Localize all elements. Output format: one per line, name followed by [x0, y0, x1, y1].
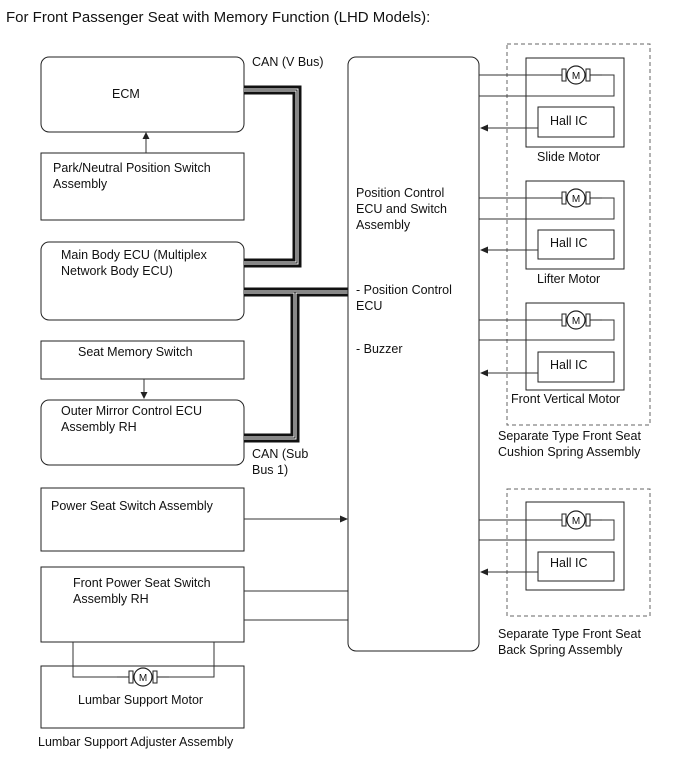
outer-mirror-ecu-box — [40, 399, 245, 466]
front-vertical-motor-unit: M Hall IC — [479, 302, 625, 391]
back-spring-assembly-outline — [506, 488, 651, 617]
lumbar-motor-label: Lumbar Support Motor — [78, 693, 203, 707]
slide-hall-ic-label: Hall IC — [550, 114, 588, 128]
slide-hall-arrow — [480, 124, 488, 132]
front-vertical-motor-label: Front Vertical Motor — [511, 392, 620, 406]
park-to-ecm-arrow — [142, 132, 150, 139]
center-ecu-label-3: Assembly — [356, 218, 411, 232]
can-sub-bus-1 — [244, 287, 348, 443]
seat-memory-label: Seat Memory Switch — [78, 345, 193, 359]
center-ecu-sub1-1: - Position Control — [356, 283, 452, 297]
can-v-bus — [244, 85, 302, 268]
slide-hall-ic-box — [537, 106, 615, 138]
back-hall-ic-box — [537, 551, 615, 582]
front-power-label-1: Front Power Seat Switch — [73, 576, 211, 590]
main-body-label-2: Network Body ECU) — [61, 264, 173, 278]
lifter-motor-label: Lifter Motor — [537, 272, 600, 286]
seat-memory-arrow — [140, 392, 148, 399]
lumbar-wire-left — [72, 642, 117, 678]
svg-text:M: M — [572, 516, 580, 527]
front-power-label-2: Assembly RH — [73, 592, 149, 606]
svg-text:M: M — [139, 673, 147, 684]
front-vertical-hall-ic-label: Hall IC — [550, 358, 588, 372]
outer-mirror-label-2: Assembly RH — [61, 420, 137, 434]
outer-mirror-label-1: Outer Mirror Control ECU — [61, 404, 202, 418]
lifter-hall-arrow — [480, 246, 488, 254]
lifter-motor-symbol: M — [549, 188, 603, 208]
can-sub-bus-label-1: CAN (Sub — [252, 447, 308, 461]
ecm-label: ECM — [112, 87, 140, 101]
lifter-hall-ic-label: Hall IC — [550, 236, 588, 250]
can-v-bus-label: CAN (V Bus) — [252, 55, 324, 69]
main-body-ecu-box — [40, 241, 245, 321]
front-vertical-hall-ic-box — [537, 351, 615, 383]
seat-memory-box — [40, 340, 245, 380]
park-neutral-label-1: Park/Neutral Position Switch — [53, 161, 211, 175]
can-sub-bus-label-2: Bus 1) — [252, 463, 288, 477]
back-hall-ic-label: Hall IC — [550, 556, 588, 570]
back-motor-symbol: M — [549, 510, 603, 530]
power-seat-arrow — [340, 515, 348, 523]
diagram-title: For Front Passenger Seat with Memory Fun… — [6, 9, 430, 26]
lumbar-motor-symbol: M — [116, 667, 170, 687]
back-assembly-label-2: Back Spring Assembly — [498, 643, 623, 657]
front-power-seat-switch-box — [40, 566, 245, 643]
front-vertical-motor-symbol: M — [549, 310, 603, 330]
center-ecu-sub1-2: ECU — [356, 299, 382, 313]
lumbar-assembly-label: Lumbar Support Adjuster Assembly — [38, 735, 234, 749]
power-seat-switch-box — [40, 487, 245, 552]
slide-motor-label: Slide Motor — [537, 150, 600, 164]
main-body-label-1: Main Body ECU (Multiplex — [61, 248, 208, 262]
park-neutral-box — [40, 152, 245, 221]
back-motor-unit: M Hall IC — [479, 501, 625, 591]
slide-motor-symbol: M — [549, 65, 603, 85]
svg-text:M: M — [572, 316, 580, 327]
front-vertical-hall-arrow — [480, 369, 488, 377]
power-seat-label: Power Seat Switch Assembly — [51, 499, 214, 513]
back-assembly-label-1: Separate Type Front Seat — [498, 627, 641, 641]
park-neutral-label-2: Assembly — [53, 177, 108, 191]
cushion-assembly-label-2: Cushion Spring Assembly — [498, 445, 641, 459]
center-ecu-sub2: - Buzzer — [356, 342, 403, 356]
position-control-ecu-box — [347, 56, 480, 652]
cushion-assembly-label-1: Separate Type Front Seat — [498, 429, 641, 443]
ecm-box — [40, 56, 245, 133]
center-ecu-label-2: ECU and Switch — [356, 202, 447, 216]
lifter-motor-unit: M Hall IC — [479, 180, 625, 270]
svg-text:M: M — [572, 71, 580, 82]
slide-motor-unit: M Hall IC — [479, 57, 625, 148]
lifter-hall-ic-box — [537, 229, 615, 260]
back-hall-arrow — [480, 568, 488, 576]
svg-text:M: M — [572, 194, 580, 205]
lumbar-wire-right — [169, 642, 215, 678]
center-ecu-label-1: Position Control — [356, 186, 444, 200]
cushion-spring-assembly-outline — [506, 43, 651, 426]
